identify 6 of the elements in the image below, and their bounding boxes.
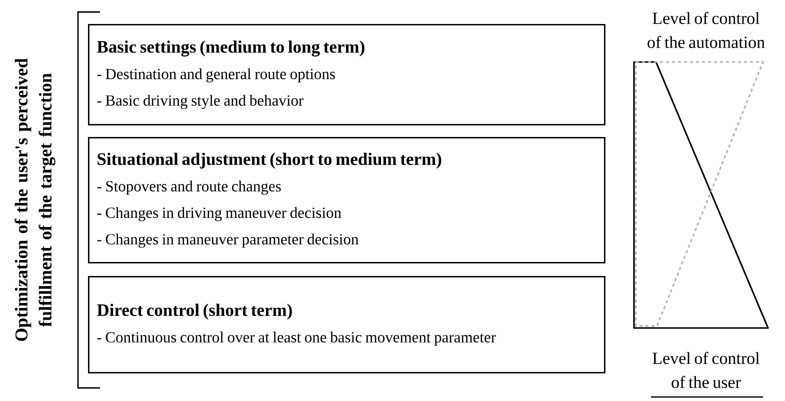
text-box: Direct control (short term) - Continuous control over at least one basic movement parameter [88, 276, 606, 374]
axis-label: Optimization of the user's perceived fulfillment of the target function [14, 58, 56, 341]
scale-label: Level of control of the user [652, 352, 760, 388]
scale-label: Level of control of the automation [648, 12, 765, 48]
text-box: Situational adjustment (short to medium term) - Stopovers and route changes - Changes in driving maneuver decision - Changes in maneuver parameter decision [88, 137, 606, 264]
text-box: Basic settings (medium to long term) - Destination and general route options - Basic driving style and behavior [88, 24, 606, 126]
